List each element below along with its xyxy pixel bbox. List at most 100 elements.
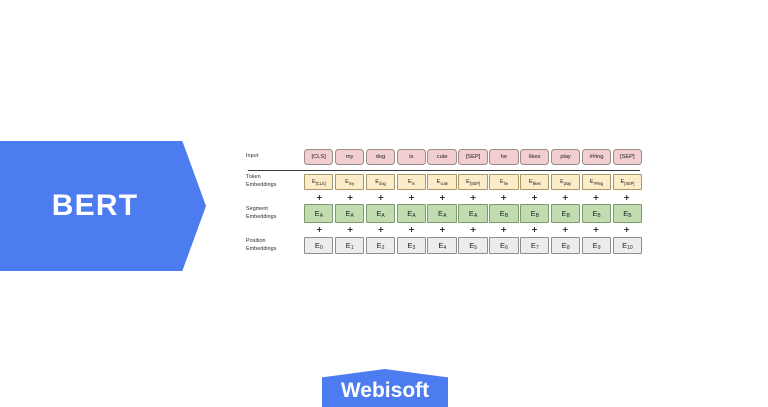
cell-subscript: dog [379, 181, 386, 187]
plus-icon: + [438, 193, 446, 202]
plus-icon: + [346, 193, 354, 202]
plus-icon: + [377, 225, 385, 234]
plus-icon: + [592, 193, 600, 202]
plus-icon: + [500, 225, 508, 234]
cell-subscript: 1 [350, 244, 354, 251]
cell-input-5: [SEP] [458, 149, 488, 165]
cell-input-0: [CLS] [304, 149, 334, 165]
cell-subscript: B [628, 212, 632, 219]
plus-icon: + [469, 225, 477, 234]
cell-input-7: likes [520, 149, 550, 165]
cell-subscript: likes [532, 181, 541, 187]
plus-icon: + [561, 193, 569, 202]
row-label-input: Input [246, 153, 259, 160]
plus-icon: + [408, 225, 415, 234]
cell-subscript: [SEP] [624, 181, 635, 187]
cell-subscript: B [597, 212, 601, 219]
row-label-segment-embeddings: Segment Embeddings [246, 205, 277, 220]
cell-subscript: 9 [597, 244, 601, 251]
cell-token-9: E##ing [581, 174, 612, 190]
cell-subscript: my [348, 181, 355, 187]
plus-icon: + [623, 193, 631, 202]
cell-subscript: B [535, 212, 539, 219]
bert-arrow-banner: BERT [0, 141, 206, 271]
cell-input-8: play [550, 149, 581, 165]
plus-icon: + [561, 225, 569, 234]
cell-subscript: 3 [412, 244, 416, 251]
cell-input-2: dog [365, 149, 396, 165]
cell-subscript: 4 [443, 244, 447, 251]
cell-input-4: cute [427, 149, 457, 165]
plus-icon: + [438, 225, 446, 234]
cell-token-10: E[SEP] [612, 174, 642, 190]
cell-subscript: 7 [535, 244, 539, 251]
plus-icon: + [316, 225, 323, 234]
cell-subscript: A [443, 212, 447, 219]
plus-icon: + [531, 225, 538, 234]
cell-subscript: 6 [505, 244, 508, 251]
cell-subscript: 2 [381, 244, 385, 251]
cell-subscript: A [381, 212, 385, 219]
cell-subscript: 10 [627, 244, 633, 251]
cell-subscript: ##ing [593, 181, 604, 187]
cell-subscript: 8 [566, 244, 570, 251]
cell-subscript: A [319, 212, 323, 219]
bert-banner-label: BERT [51, 189, 139, 222]
cell-input-3: is [396, 149, 426, 165]
cell-subscript: cute [440, 181, 448, 187]
plus-icon: + [469, 193, 477, 202]
cell-subscript: B [566, 212, 570, 219]
plus-icon: + [592, 225, 600, 234]
cell-subscript: [SEP] [470, 181, 480, 187]
cell-token-5: E[SEP] [458, 174, 488, 190]
plus-operator-row-upper: +++++++++++ [304, 194, 642, 202]
plus-icon: + [623, 225, 631, 234]
cell-subscript: play [564, 181, 572, 187]
cell-subscript: [CLS] [315, 181, 326, 187]
plus-icon: + [408, 193, 415, 202]
cell-subscript: 5 [474, 244, 477, 251]
cell-subscript: he [503, 181, 509, 187]
cell-input-10: [SEP] [612, 149, 642, 165]
cell-subscript: A [473, 212, 478, 219]
row-label-position-embeddings: Position Embeddings [246, 237, 277, 252]
plus-icon: + [316, 193, 323, 202]
diagram-separator-line [248, 169, 640, 171]
webisoft-logo: Webisoft [322, 369, 448, 407]
plus-icon: + [500, 193, 508, 202]
